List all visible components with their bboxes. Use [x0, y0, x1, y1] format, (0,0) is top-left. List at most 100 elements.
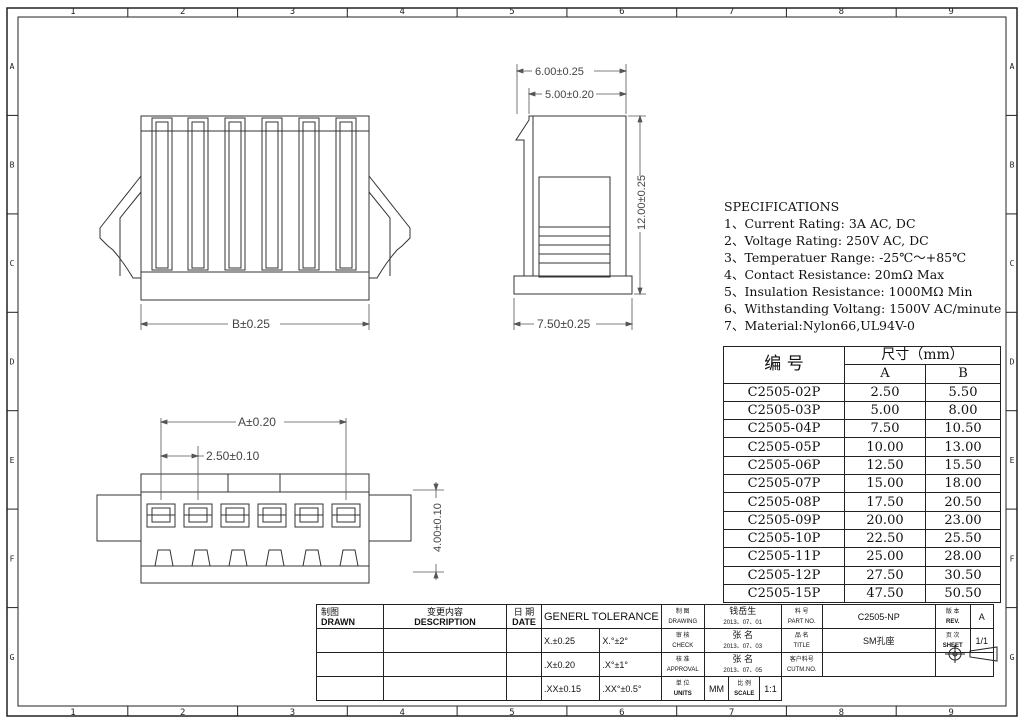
table-cell-a: 7.50	[844, 419, 926, 439]
blank-cell	[316, 652, 384, 677]
zone-letter: A	[10, 62, 15, 71]
side-view	[513, 115, 633, 295]
table-cell-b: 18.00	[925, 474, 1001, 494]
table-cell-code: C2505-02P	[723, 382, 845, 402]
zone-letter: F	[1010, 554, 1015, 563]
tol-angular: .X°±1°	[599, 652, 662, 677]
side-height-label: 12.00±0.25	[636, 175, 648, 230]
bottom-height-label: 4.00±0.10	[432, 503, 444, 552]
blank-cell	[506, 628, 542, 653]
cust-value	[821, 652, 936, 677]
cust-en: CUTM.NO.	[786, 666, 817, 673]
table-cell-b: 15.50	[925, 455, 1001, 476]
table-cell-code: C2505-10P	[723, 528, 845, 549]
table-cell-code: C2505-04P	[723, 419, 845, 439]
bottom-keys	[154, 549, 359, 567]
zone-number: 9	[948, 7, 953, 17]
specifications: SPECIFICATIONS 1、Current Rating: 3A AC, …	[724, 198, 1001, 334]
spec-title: SPECIFICATIONS	[724, 199, 840, 214]
title-value: SM孔座	[821, 628, 936, 653]
cust-cn: 客户料号	[789, 656, 814, 663]
table-cell-b: 8.00	[925, 400, 1001, 421]
front-width-label: B±0.25	[232, 317, 270, 331]
zone-letter: D	[10, 358, 15, 367]
blank-cell	[383, 676, 507, 701]
rev-value: A	[969, 604, 994, 629]
scale-en: SCALE	[734, 690, 755, 697]
table-cell-a: 20.00	[844, 510, 926, 530]
table-cell-a: 2.50	[844, 382, 926, 402]
drawing-name: 钱岳生	[729, 605, 757, 616]
zone-letter: E	[10, 456, 15, 465]
tol-angular: X.°±2°	[599, 628, 662, 653]
table-cell-a: 47.50	[844, 583, 926, 604]
zone-number: 6	[619, 7, 624, 17]
cust-label: 客户料号 CUTM.NO.	[780, 652, 823, 677]
title-en: TITLE	[793, 642, 810, 649]
col-b-header: B	[925, 364, 1001, 384]
spec-item: 4、Contact Resistance: 20mΩ Max	[724, 267, 945, 282]
zone-number: 8	[839, 7, 844, 17]
table-cell-code: C2505-11P	[723, 547, 845, 567]
desc-cn: 变更内容	[426, 606, 463, 617]
col-a-header: A	[844, 364, 926, 384]
zone-number: 8	[839, 708, 844, 718]
zone-number: 3	[290, 708, 295, 718]
table-cell-b: 25.50	[925, 528, 1001, 549]
date-en: DATE	[512, 616, 536, 627]
side-dimensions	[512, 64, 646, 330]
table-cell-b: 5.50	[925, 382, 1001, 402]
drawing-cn: 制 图	[675, 608, 690, 615]
blank-cell	[506, 652, 542, 677]
zone-number: 2	[180, 7, 185, 17]
rev-en: REV.	[946, 618, 960, 625]
col-size-header: 尺寸（mm）	[844, 345, 1001, 366]
table-cell-b: 23.00	[925, 510, 1001, 530]
zone-number: 5	[509, 7, 514, 17]
zone-letter: C	[10, 259, 15, 268]
table-cell-a: 15.00	[844, 474, 926, 494]
drawing-date: 2013、07、01	[723, 619, 763, 626]
units-cn: 单 位	[675, 680, 690, 687]
bottom-view	[96, 473, 412, 584]
spec-item: 7、Material:Nylon66,UL94V-0	[724, 318, 916, 333]
blank-cell	[781, 677, 993, 701]
table-cell-b: 30.50	[925, 565, 1001, 585]
table-cell-code: C2505-12P	[723, 565, 845, 585]
tol-linear: X.±0.25	[540, 628, 601, 653]
table-cell-code: C2505-09P	[723, 510, 845, 530]
date-cn: 日 期	[513, 606, 535, 617]
col-code-header: 编 号	[723, 346, 845, 384]
tol-angular: .XX°±0.5°	[599, 676, 662, 701]
spec-item: 1、Current Rating: 3A AC, DC	[724, 216, 916, 231]
drawing-sign: 钱岳生 2013、07、01	[703, 604, 782, 629]
table-cell-b: 50.50	[925, 583, 1001, 604]
zone-letter: B	[1010, 161, 1015, 170]
scale-value: 1:1	[759, 676, 782, 701]
table-cell-b: 13.00	[925, 437, 1001, 457]
table-cell-code: C2505-05P	[723, 437, 845, 457]
approval-date: 2013、07、05	[723, 667, 763, 674]
table-cell-code: C2505-06P	[723, 455, 845, 476]
table-cell-a: 22.50	[844, 528, 926, 549]
table-cell-code: C2505-07P	[723, 474, 845, 494]
sheet-cn: 页 次	[945, 632, 960, 639]
blank-cell	[506, 676, 542, 701]
zone-number: 7	[729, 708, 734, 718]
zone-letter: F	[10, 554, 15, 563]
drawn-cn: 制图	[321, 606, 340, 617]
